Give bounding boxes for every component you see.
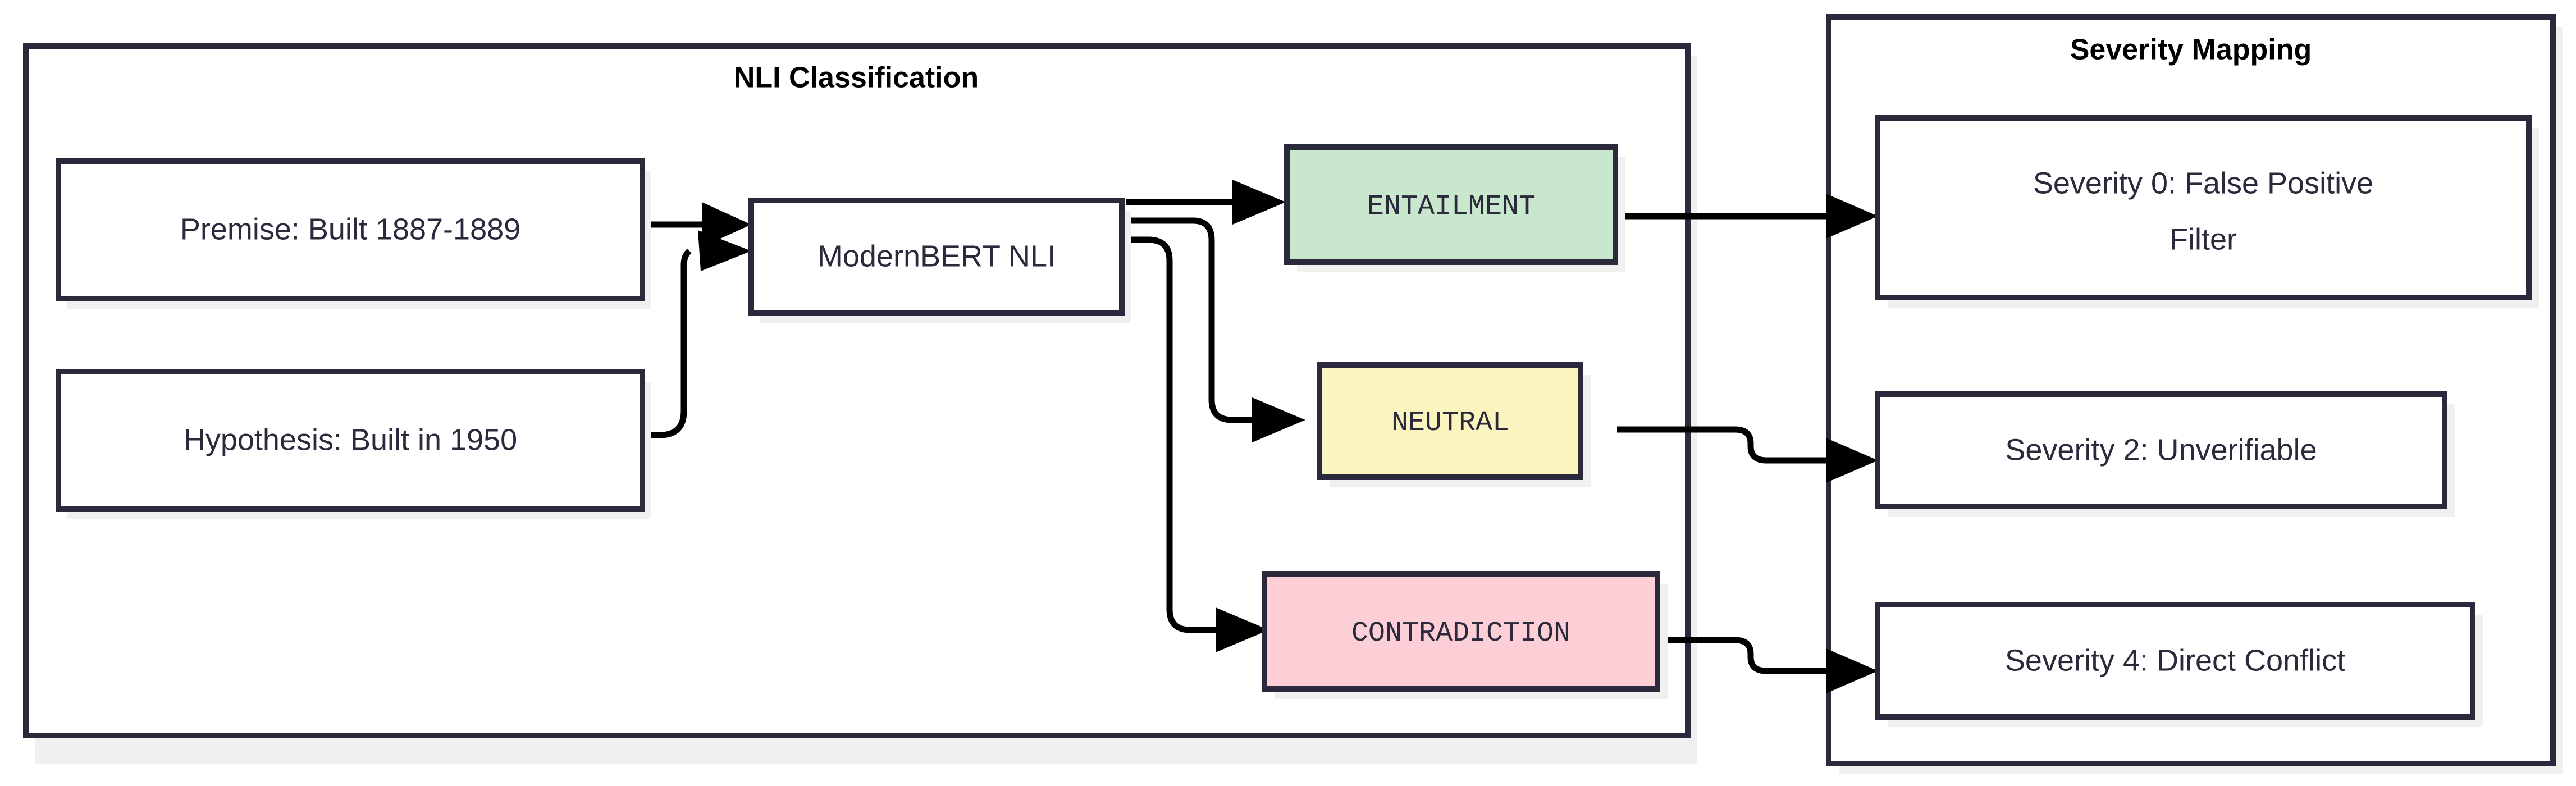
node-severity-4-box[interactable]	[1875, 602, 2475, 720]
node-hypothesis[interactable]: Hypothesis: Built in 1950	[56, 369, 651, 519]
node-modernbert-nli[interactable]: ModernBERT NLI	[748, 198, 1131, 323]
edge-contradiction-to-sev4-arrow	[1826, 648, 1878, 693]
node-severity-4[interactable]: Severity 4: Direct Conflict	[1875, 602, 2483, 727]
edge-contradiction-to-sev4	[1642, 637, 1878, 693]
node-contradiction[interactable]: CONTRADICTION	[1262, 571, 1668, 699]
edge-model-to-contradiction-line	[1126, 236, 1218, 633]
edge-premise-to-model-arrow	[702, 202, 751, 247]
node-contradiction-label: CONTRADICTION	[1351, 618, 1570, 650]
edge-model-to-contradiction-arrow	[1216, 607, 1269, 652]
node-premise-label: Premise: Built 1887-1889	[180, 212, 520, 246]
node-modernbert-label: ModernBERT NLI	[817, 239, 1056, 273]
edge-hypothesis-to-model-line	[645, 248, 692, 438]
node-severity-0-label-line2: Filter	[2169, 222, 2237, 256]
edge-entailment-to-sev0	[1617, 194, 1878, 239]
edge-contradiction-to-sev4-line	[1642, 637, 1831, 674]
node-severity-2[interactable]: Severity 2: Unverifiable	[1875, 391, 2455, 517]
node-neutral-label: NEUTRAL	[1391, 407, 1509, 439]
node-severity-0-label-line1: Severity 0: False Positive	[2033, 166, 2373, 200]
node-entailment-box[interactable]	[1284, 144, 1618, 265]
edge-premise-to-model	[647, 202, 751, 247]
edge-hypothesis-to-model-arrow	[698, 230, 751, 271]
edge-model-to-neutral-arrow	[1252, 397, 1305, 442]
node-premise[interactable]: Premise: Built 1887-1889	[56, 158, 651, 309]
edge-neutral-to-sev2-arrow	[1826, 438, 1878, 483]
edge-neutral-to-sev2-line	[1617, 426, 1831, 464]
node-severity-0-box[interactable]	[1875, 115, 2532, 300]
node-hypothesis-box[interactable]	[56, 369, 645, 512]
edge-model-to-neutral	[1126, 217, 1305, 442]
node-severity-0[interactable]: Severity 0: False Positive Filter	[1875, 115, 2539, 308]
edge-entailment-to-sev0-arrow	[1826, 194, 1878, 239]
node-hypothesis-label: Hypothesis: Built in 1950	[184, 423, 517, 456]
node-neutral-box[interactable]	[1317, 362, 1583, 480]
edge-model-to-contradiction	[1126, 236, 1269, 652]
node-premise-box[interactable]	[56, 158, 645, 301]
node-contradiction-box[interactable]	[1262, 571, 1660, 692]
node-severity-2-label: Severity 2: Unverifiable	[2005, 433, 2317, 467]
cluster-severity-title: Severity Mapping	[2070, 34, 2312, 66]
edge-model-to-neutral-line	[1126, 217, 1252, 423]
edge-neutral-to-sev2	[1617, 426, 1878, 483]
node-neutral[interactable]: NEUTRAL	[1317, 362, 1591, 487]
edge-model-to-entailment	[1126, 180, 1286, 225]
node-entailment[interactable]: ENTAILMENT	[1284, 144, 1625, 272]
node-severity-2-box[interactable]	[1875, 391, 2447, 509]
edge-hypothesis-to-model	[645, 230, 751, 438]
node-entailment-label: ENTAILMENT	[1367, 191, 1536, 223]
node-modernbert-box[interactable]	[748, 198, 1125, 316]
edge-model-to-entailment-arrow	[1232, 180, 1286, 225]
cluster-nli-title: NLI Classification	[734, 62, 979, 94]
node-severity-4-label: Severity 4: Direct Conflict	[2005, 643, 2345, 677]
